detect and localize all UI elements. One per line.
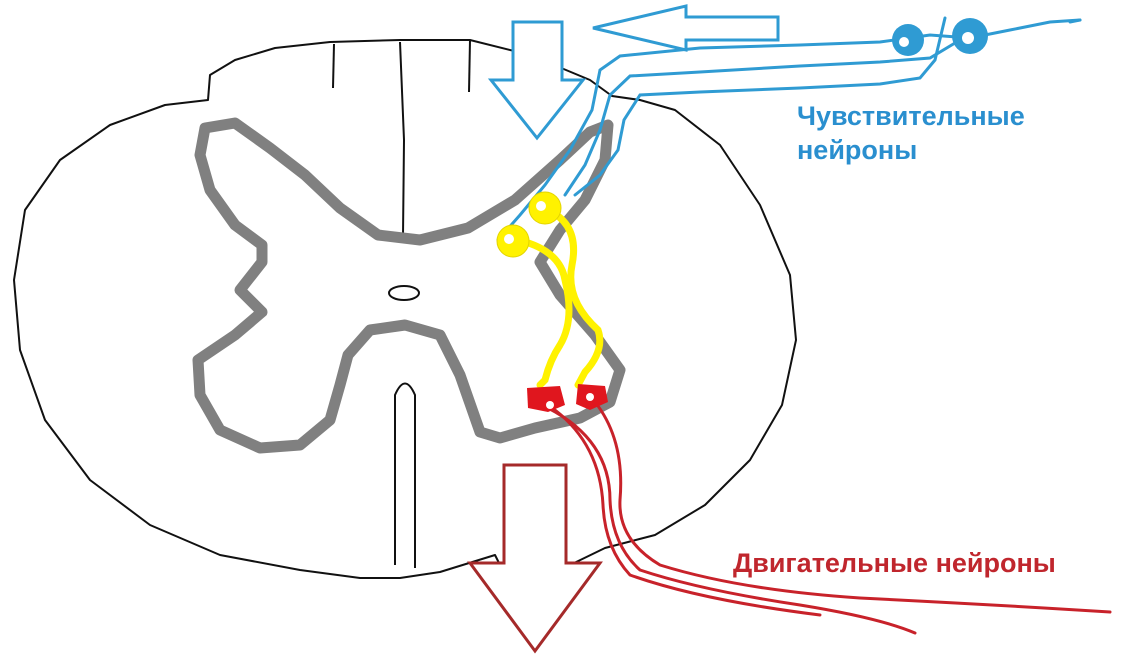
interneuron-cell-bodies [496, 191, 562, 258]
sensory-label-line1: Чувствительные [797, 101, 1025, 131]
arrow-left-icon [592, 4, 780, 52]
dorsal-sulcus-left [332, 43, 335, 89]
ventral-median-fissure [394, 382, 416, 568]
interneurons [514, 206, 604, 389]
output-arrow-down-icon [467, 463, 603, 654]
motor-neurons-label: Двигательные нейроны [733, 548, 1056, 578]
sensory-neurons-label: Чувствительные нейроны [797, 99, 1025, 167]
sensory-label-line2: нейроны [797, 135, 918, 165]
arrow-down-icon [487, 20, 587, 141]
dorsal-sulcus-right [468, 39, 471, 93]
central-canal [388, 285, 420, 301]
motor-cell-bodies [527, 384, 608, 412]
motor-axons [546, 400, 1112, 635]
sensory-cell-bodies [892, 18, 988, 56]
sensory-fibers [496, 16, 1082, 242]
dorsal-median-sulcus [399, 41, 406, 237]
